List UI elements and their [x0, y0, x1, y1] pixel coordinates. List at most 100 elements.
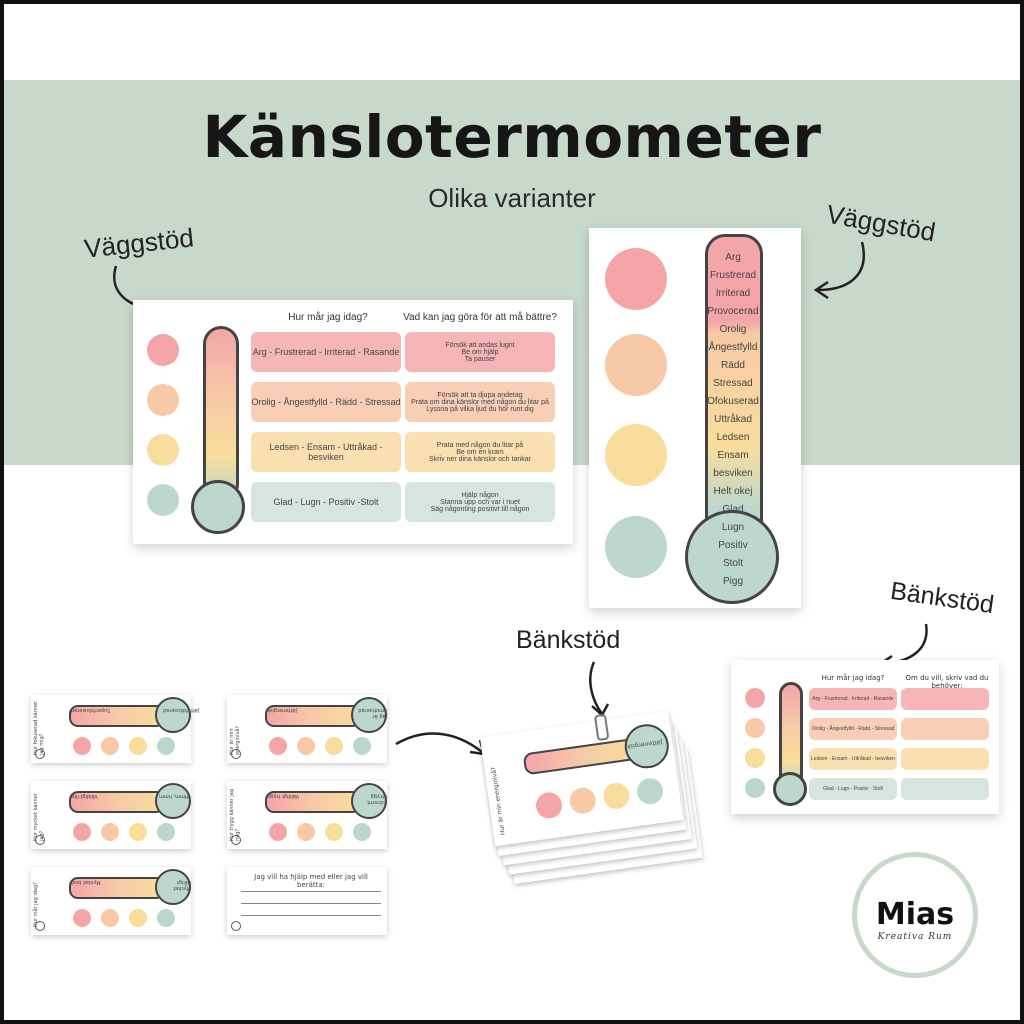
mini-bulb-label: Mycket dåligt	[173, 879, 191, 891]
feelings-scale: Arg Frustrerad Irriterad Provocerad Orol…	[707, 252, 759, 587]
angry-face-icon	[534, 790, 564, 821]
feelings-row-green: Glad - Lugn - Positiv -Stolt	[251, 482, 401, 522]
thermometer-tube	[779, 682, 803, 788]
arrow-bench-center-icon	[589, 661, 610, 717]
worried-face-icon	[101, 737, 119, 755]
logo-tagline: Kreativa Rum	[877, 932, 953, 942]
angry-face-icon	[73, 909, 91, 927]
sad-face-icon	[129, 737, 147, 755]
note-prompt: Jag vill ha hjälp med eller jag vill ber…	[254, 873, 368, 889]
mini-bulb-label: Jag är omotiverad	[358, 707, 387, 719]
angry-face-icon	[73, 737, 91, 755]
note-line	[241, 891, 381, 892]
calm-face-icon	[157, 909, 175, 927]
feelings-row-red: Arg - Frustrerad - Irriterad - Rasande	[251, 332, 401, 372]
mini-side-label: Hur är min energinivå?	[229, 725, 241, 755]
card-stack: Jättenergisk Hur är min energinivå?	[479, 708, 710, 896]
bench-card: Hur mår jag idag? Om du vill, skriv vad …	[731, 660, 999, 814]
feelings-row-green: Glad - Lugn - Positiv - Stolt	[809, 778, 897, 800]
mini-side-label: Hur mår jag idag?	[33, 882, 39, 927]
feelings-row-yellow: Ledsen - Ensam - Uttråkad - besviken	[809, 748, 897, 770]
needs-field-orange	[901, 718, 989, 740]
mini-bulb-label: Jättefokuserad	[163, 707, 200, 713]
sad-face-icon	[325, 737, 343, 755]
mini-side-label: Hur fokuserad känner jag mig?	[33, 700, 45, 755]
mini-bar-label: Väldigt trygg	[267, 793, 300, 799]
sad-face-icon	[745, 748, 765, 768]
angry-face-icon	[269, 823, 287, 841]
worried-face-icon	[297, 823, 315, 841]
feelings-row-orange: Orolig - Ångestfylld - Rädd - Stressad	[251, 382, 401, 422]
calm-face-icon	[353, 737, 371, 755]
sad-face-icon	[129, 823, 147, 841]
calm-face-icon	[605, 516, 667, 578]
feelings-row-red: Arg - Frustrerad - Irriterad - Rasande	[809, 688, 897, 710]
punch-hole	[231, 749, 241, 759]
sad-face-icon	[147, 434, 179, 466]
brand-logo: Mias Kreativa Rum	[852, 852, 978, 978]
col-header-needs: Om du vill, skriv vad du behöver:	[905, 674, 989, 690]
mini-side-label: Hur trygg känner jag mig?	[229, 788, 241, 841]
stack-bar	[522, 737, 639, 776]
mini-bar-label: Superfokuserad	[71, 707, 111, 713]
worried-face-icon	[297, 737, 315, 755]
needs-field-red	[901, 688, 989, 710]
mini-bulb-label: Extremt otrygg	[367, 793, 387, 805]
crying-face-icon	[605, 424, 667, 486]
logo-name: Mias	[875, 897, 955, 932]
mini-bulb	[351, 697, 387, 733]
calm-face-icon	[635, 776, 665, 806]
punch-hole	[35, 921, 45, 931]
arrow-wall-right-icon	[813, 241, 865, 300]
mini-bulb-label: Hmm, hmm	[159, 793, 189, 799]
angry-face-icon	[745, 688, 765, 708]
sad-face-icon	[129, 909, 147, 927]
worried-face-icon	[745, 718, 765, 738]
wall-card-portrait: Arg Frustrerad Irriterad Provocerad Orol…	[589, 228, 801, 608]
worried-face-icon	[147, 384, 179, 416]
calm-face-icon	[147, 484, 179, 516]
angry-face-icon	[147, 334, 179, 366]
mini-bulb	[351, 783, 387, 819]
worried-face-icon	[101, 823, 119, 841]
arrow-to-stack-icon	[395, 732, 486, 756]
mini-bulb	[155, 783, 191, 819]
note-line	[241, 915, 381, 916]
calm-face-icon	[157, 737, 175, 755]
angry-face-icon	[269, 737, 287, 755]
mini-card-focus: Superfokuserad Jättefokuserad Hur fokuse…	[31, 695, 199, 763]
punch-hole	[35, 835, 45, 845]
mini-side-label: Hur mycket känner jag?	[33, 793, 45, 841]
page-subtitle: Olika varianter	[428, 183, 596, 213]
punch-hole	[35, 749, 45, 759]
feelings-row-orange: Orolig - Ångestfylld - Rädd - Stressad	[809, 718, 897, 740]
mini-bar-label: Jättenergisk	[267, 707, 297, 713]
needs-field-green	[901, 778, 989, 800]
callout-bench-center: Bänkstöd	[516, 626, 621, 654]
mini-bar-label: Mycket bra!	[71, 879, 101, 885]
feelings-row-yellow: Ledsen - Ensam - Uttråkad - besviken	[251, 432, 401, 472]
mini-card-safety: Väldigt trygg Extremt otrygg Hur trygg k…	[227, 781, 387, 849]
note-line	[241, 903, 381, 904]
wall-card-landscape: Hur mår jag idag? Vad kan jag göra för a…	[133, 300, 573, 544]
calm-face-icon	[157, 823, 175, 841]
col-header-feelings: Hur mår jag idag?	[821, 674, 885, 682]
punch-hole	[231, 921, 241, 931]
worried-face-icon	[101, 909, 119, 927]
mini-card-mood: Mycket bra! Mycket dåligt Hur mår jag id…	[31, 867, 191, 935]
mini-card-note: Jag vill ha hjälp med eller jag vill ber…	[227, 867, 387, 935]
angry-face-icon	[605, 248, 667, 310]
col-header-feelings: Hur mår jag idag?	[288, 312, 368, 323]
punch-hole	[231, 835, 241, 845]
worried-face-icon	[605, 334, 667, 396]
thermometer-tube	[203, 326, 239, 502]
calm-face-icon	[745, 778, 765, 798]
page-title: Känslotermometer	[202, 103, 822, 171]
sad-face-icon	[601, 781, 632, 811]
mini-card-feeling: Väldigt lite Hmm, hmm Hur mycket känner …	[31, 781, 191, 849]
thermometer-bulb	[191, 480, 245, 534]
